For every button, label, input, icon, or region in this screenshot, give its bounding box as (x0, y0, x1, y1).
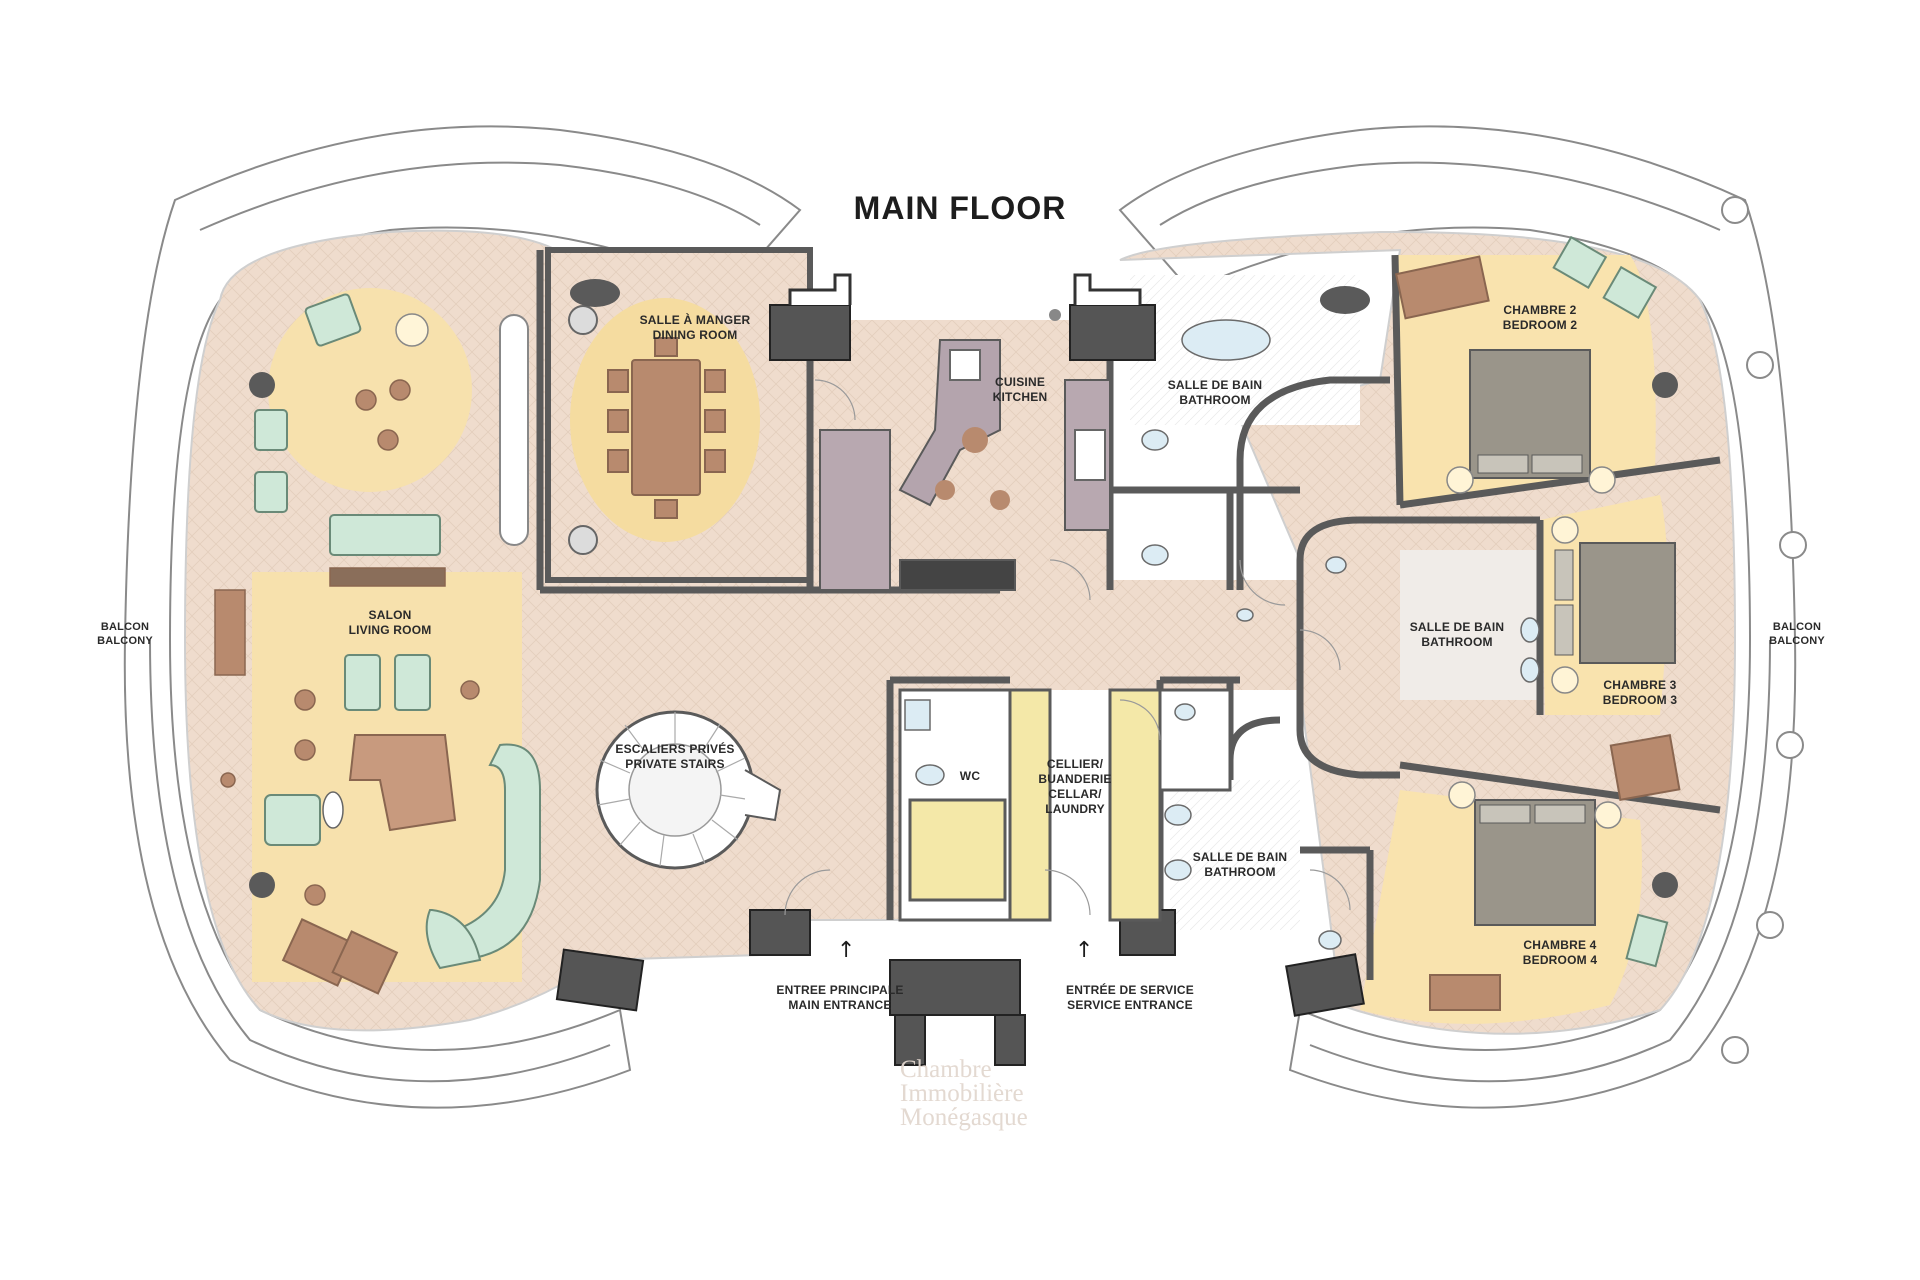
sanitary-fixtures (904, 319, 1540, 950)
watermark-line-3: Monégasque (900, 1103, 1028, 1131)
living-label-en: LIVING ROOM (348, 623, 432, 637)
balcony-right-label-en: BALCONY (1769, 634, 1825, 647)
service-entrance-label-en: SERVICE ENTRANCE (1067, 998, 1193, 1012)
main-entrance-label-en: MAIN ENTRANCE (788, 998, 892, 1012)
cellar-label-1: CELLIER/ (1046, 757, 1104, 771)
balcony-left-label-fr: BALCON (100, 621, 150, 633)
label-bedroom-3: CHAMBRE 3 BEDROOM 3 (1580, 678, 1700, 708)
bath-mid-label-fr: SALLE DE BAIN (1409, 620, 1505, 634)
bath-mid-label-en: BATHROOM (1421, 635, 1493, 649)
balcony-right-label-fr: BALCON (1772, 621, 1822, 633)
label-service-entrance: ENTRÉE DE SERVICE SERVICE ENTRANCE (1035, 983, 1225, 1013)
kitchen-label-en: KITCHEN (992, 390, 1048, 404)
bedroom4-label-fr: CHAMBRE 4 (1523, 938, 1597, 952)
watermark-line-1: Chambre (900, 1056, 992, 1083)
bath-top-label-en: BATHROOM (1179, 393, 1251, 407)
ottoman (322, 791, 344, 829)
bedroom3-label-en: BEDROOM 3 (1602, 693, 1678, 707)
watermark-line-2: Immobilière (900, 1079, 1024, 1107)
label-bedroom-2: CHAMBRE 2 BEDROOM 2 (1480, 303, 1600, 333)
label-cellar-laundry: CELLIER/ BUANDERIE CELLAR/ LAUNDRY (1030, 757, 1120, 817)
bath-low-label-en: BATHROOM (1204, 865, 1276, 879)
dark-columns-left (249, 279, 1678, 898)
label-living-room: SALON LIVING ROOM (330, 608, 450, 638)
nightstands (1446, 466, 1622, 829)
door-swings (784, 379, 1351, 916)
plan-title: MAIN FLOOR (853, 190, 1067, 226)
balcony-posts (1721, 196, 1807, 1064)
desk-living (281, 918, 399, 995)
sofa-curved-2 (425, 909, 482, 970)
label-balcony-left: BALCON BALCONY (85, 621, 165, 649)
label-private-stairs: ESCALIERS PRIVÉS PRIVATE STAIRS (605, 742, 745, 772)
label-bedroom-4: CHAMBRE 4 BEDROOM 4 (1500, 938, 1620, 968)
label-bathroom-low: SALLE DE BAIN BATHROOM (1175, 850, 1305, 880)
window-frames (788, 273, 1142, 305)
cellar-label-2: BUANDERIE (1038, 772, 1112, 786)
label-main-entrance: ENTREE PRINCIPALE MAIN ENTRANCE (745, 983, 935, 1013)
main-entrance-arrow: ↑ (837, 938, 856, 963)
label-bathroom-mid: SALLE DE BAIN BATHROOM (1392, 620, 1522, 650)
kitchen-accessories (935, 309, 1106, 510)
bath-low-label-fr: SALLE DE BAIN (1192, 850, 1288, 864)
private-stairs (595, 710, 782, 870)
bedroom2-label-fr: CHAMBRE 2 (1503, 303, 1577, 317)
dining-table (607, 337, 726, 519)
bath-low-floor (1170, 780, 1300, 930)
service-entrance-arrow: ↑ (1075, 938, 1094, 963)
bedroom-chairs (1552, 235, 1669, 968)
label-balcony-right: BALCON BALCONY (1757, 621, 1837, 649)
side-table-dice (395, 313, 429, 347)
watermark: Chambre Immobilière Monégasque (900, 1056, 1028, 1131)
balcony-outline-left (123, 125, 802, 1109)
cellar-label-4: LAUNDRY (1045, 802, 1105, 816)
label-kitchen: CUISINE KITCHEN (960, 375, 1080, 405)
label-bathroom-top: SALLE DE BAIN BATHROOM (1150, 378, 1280, 408)
balcony-outline-right (1118, 125, 1797, 1109)
bedroom4-label-en: BEDROOM 4 (1522, 953, 1598, 967)
bed-pillows (1477, 454, 1586, 824)
dining-label-en: DINING ROOM (652, 328, 738, 342)
kitchen-cabinets (819, 339, 1111, 591)
kitchen-label-fr: CUISINE (994, 375, 1046, 389)
lounge-tables (214, 379, 480, 906)
piano (348, 734, 457, 832)
dining-plants (568, 305, 598, 555)
corridor-floor (540, 580, 1300, 690)
lounge-rug (268, 288, 472, 492)
stairs-label-fr: ESCALIERS PRIVÉS (615, 742, 735, 756)
wc-label: WC (959, 769, 981, 783)
lounge-chairs (254, 293, 441, 846)
dining-label-fr: SALLE À MANGER (639, 313, 751, 327)
living-label-fr: SALON (368, 608, 412, 622)
label-dining-room: SALLE À MANGER DINING ROOM (630, 313, 760, 343)
bath-mid-floor (1400, 550, 1540, 700)
balcony-left-label-en: BALCONY (97, 634, 153, 647)
bedroom-desks (1394, 255, 1681, 1011)
main-entrance-label-fr: ENTREE PRINCIPALE (776, 983, 904, 997)
cellar-label-3: CELLAR/ (1048, 787, 1102, 801)
service-entrance-label-fr: ENTRÉE DE SERVICE (1066, 983, 1194, 997)
label-wc: WC (950, 769, 990, 784)
bedroom2-label-en: BEDROOM 2 (1502, 318, 1578, 332)
bath-top-label-fr: SALLE DE BAIN (1167, 378, 1263, 392)
pillars (555, 304, 1365, 1066)
stairs-label-en: PRIVATE STAIRS (625, 757, 725, 771)
bedroom3-label-fr: CHAMBRE 3 (1603, 678, 1677, 692)
bench-living (499, 314, 529, 546)
